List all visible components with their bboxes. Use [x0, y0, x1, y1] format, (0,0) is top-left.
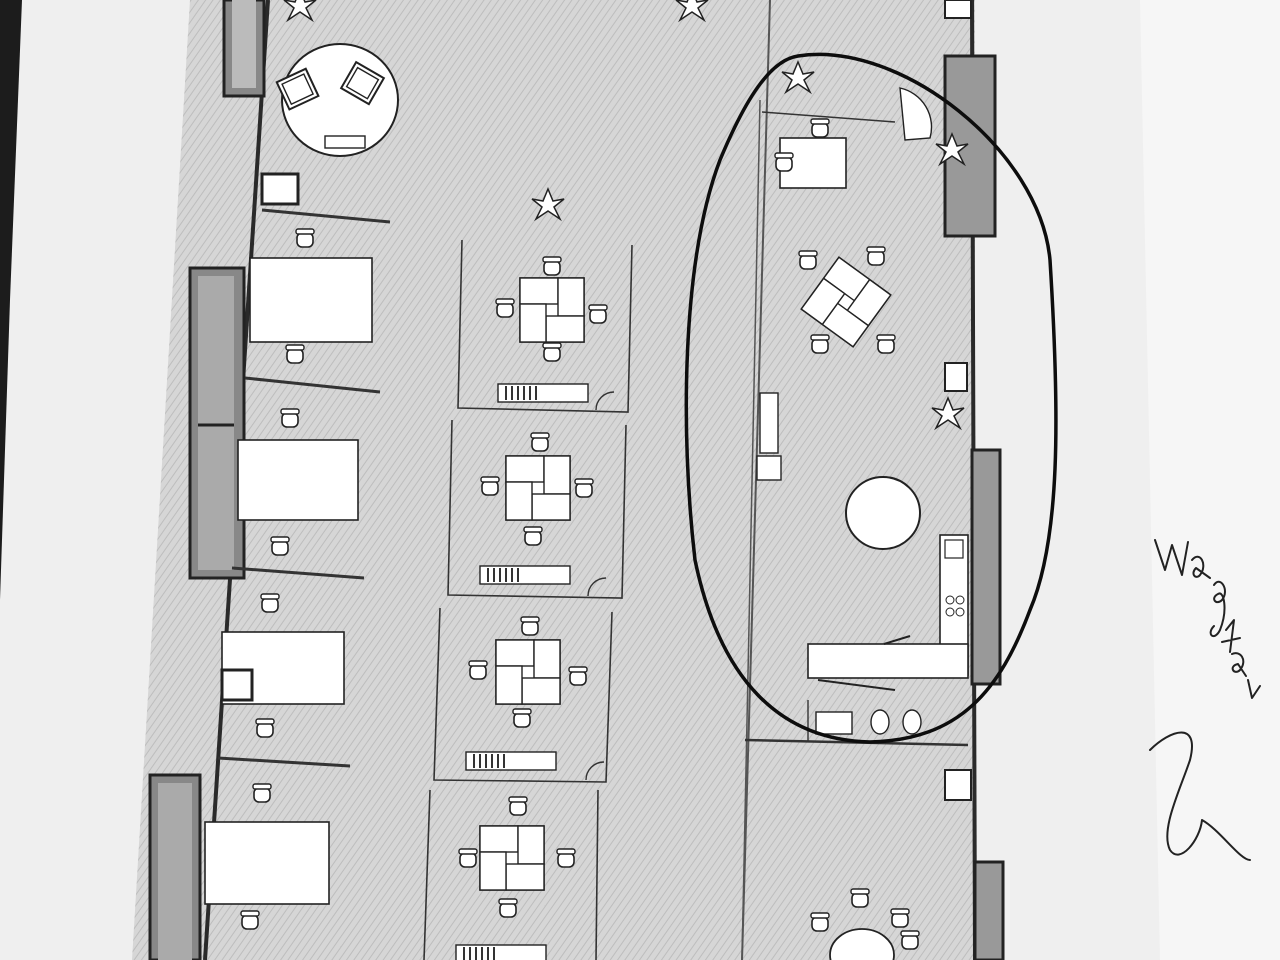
right-zone [744, 61, 969, 960]
sink-icon [944, 539, 964, 559]
middle-meeting-pods [423, 239, 633, 960]
west-desks [204, 172, 391, 930]
corridor-wall [741, 0, 771, 960]
east-windows [943, 0, 1005, 960]
round-table [845, 476, 921, 550]
lounge-area [275, 43, 399, 157]
hand-drawn-circle-annotation [684, 52, 1058, 744]
toilet-icon [870, 709, 890, 735]
west-windows [148, 0, 266, 960]
toilet-icon [902, 709, 922, 735]
handwritten-signature [1130, 530, 1270, 890]
